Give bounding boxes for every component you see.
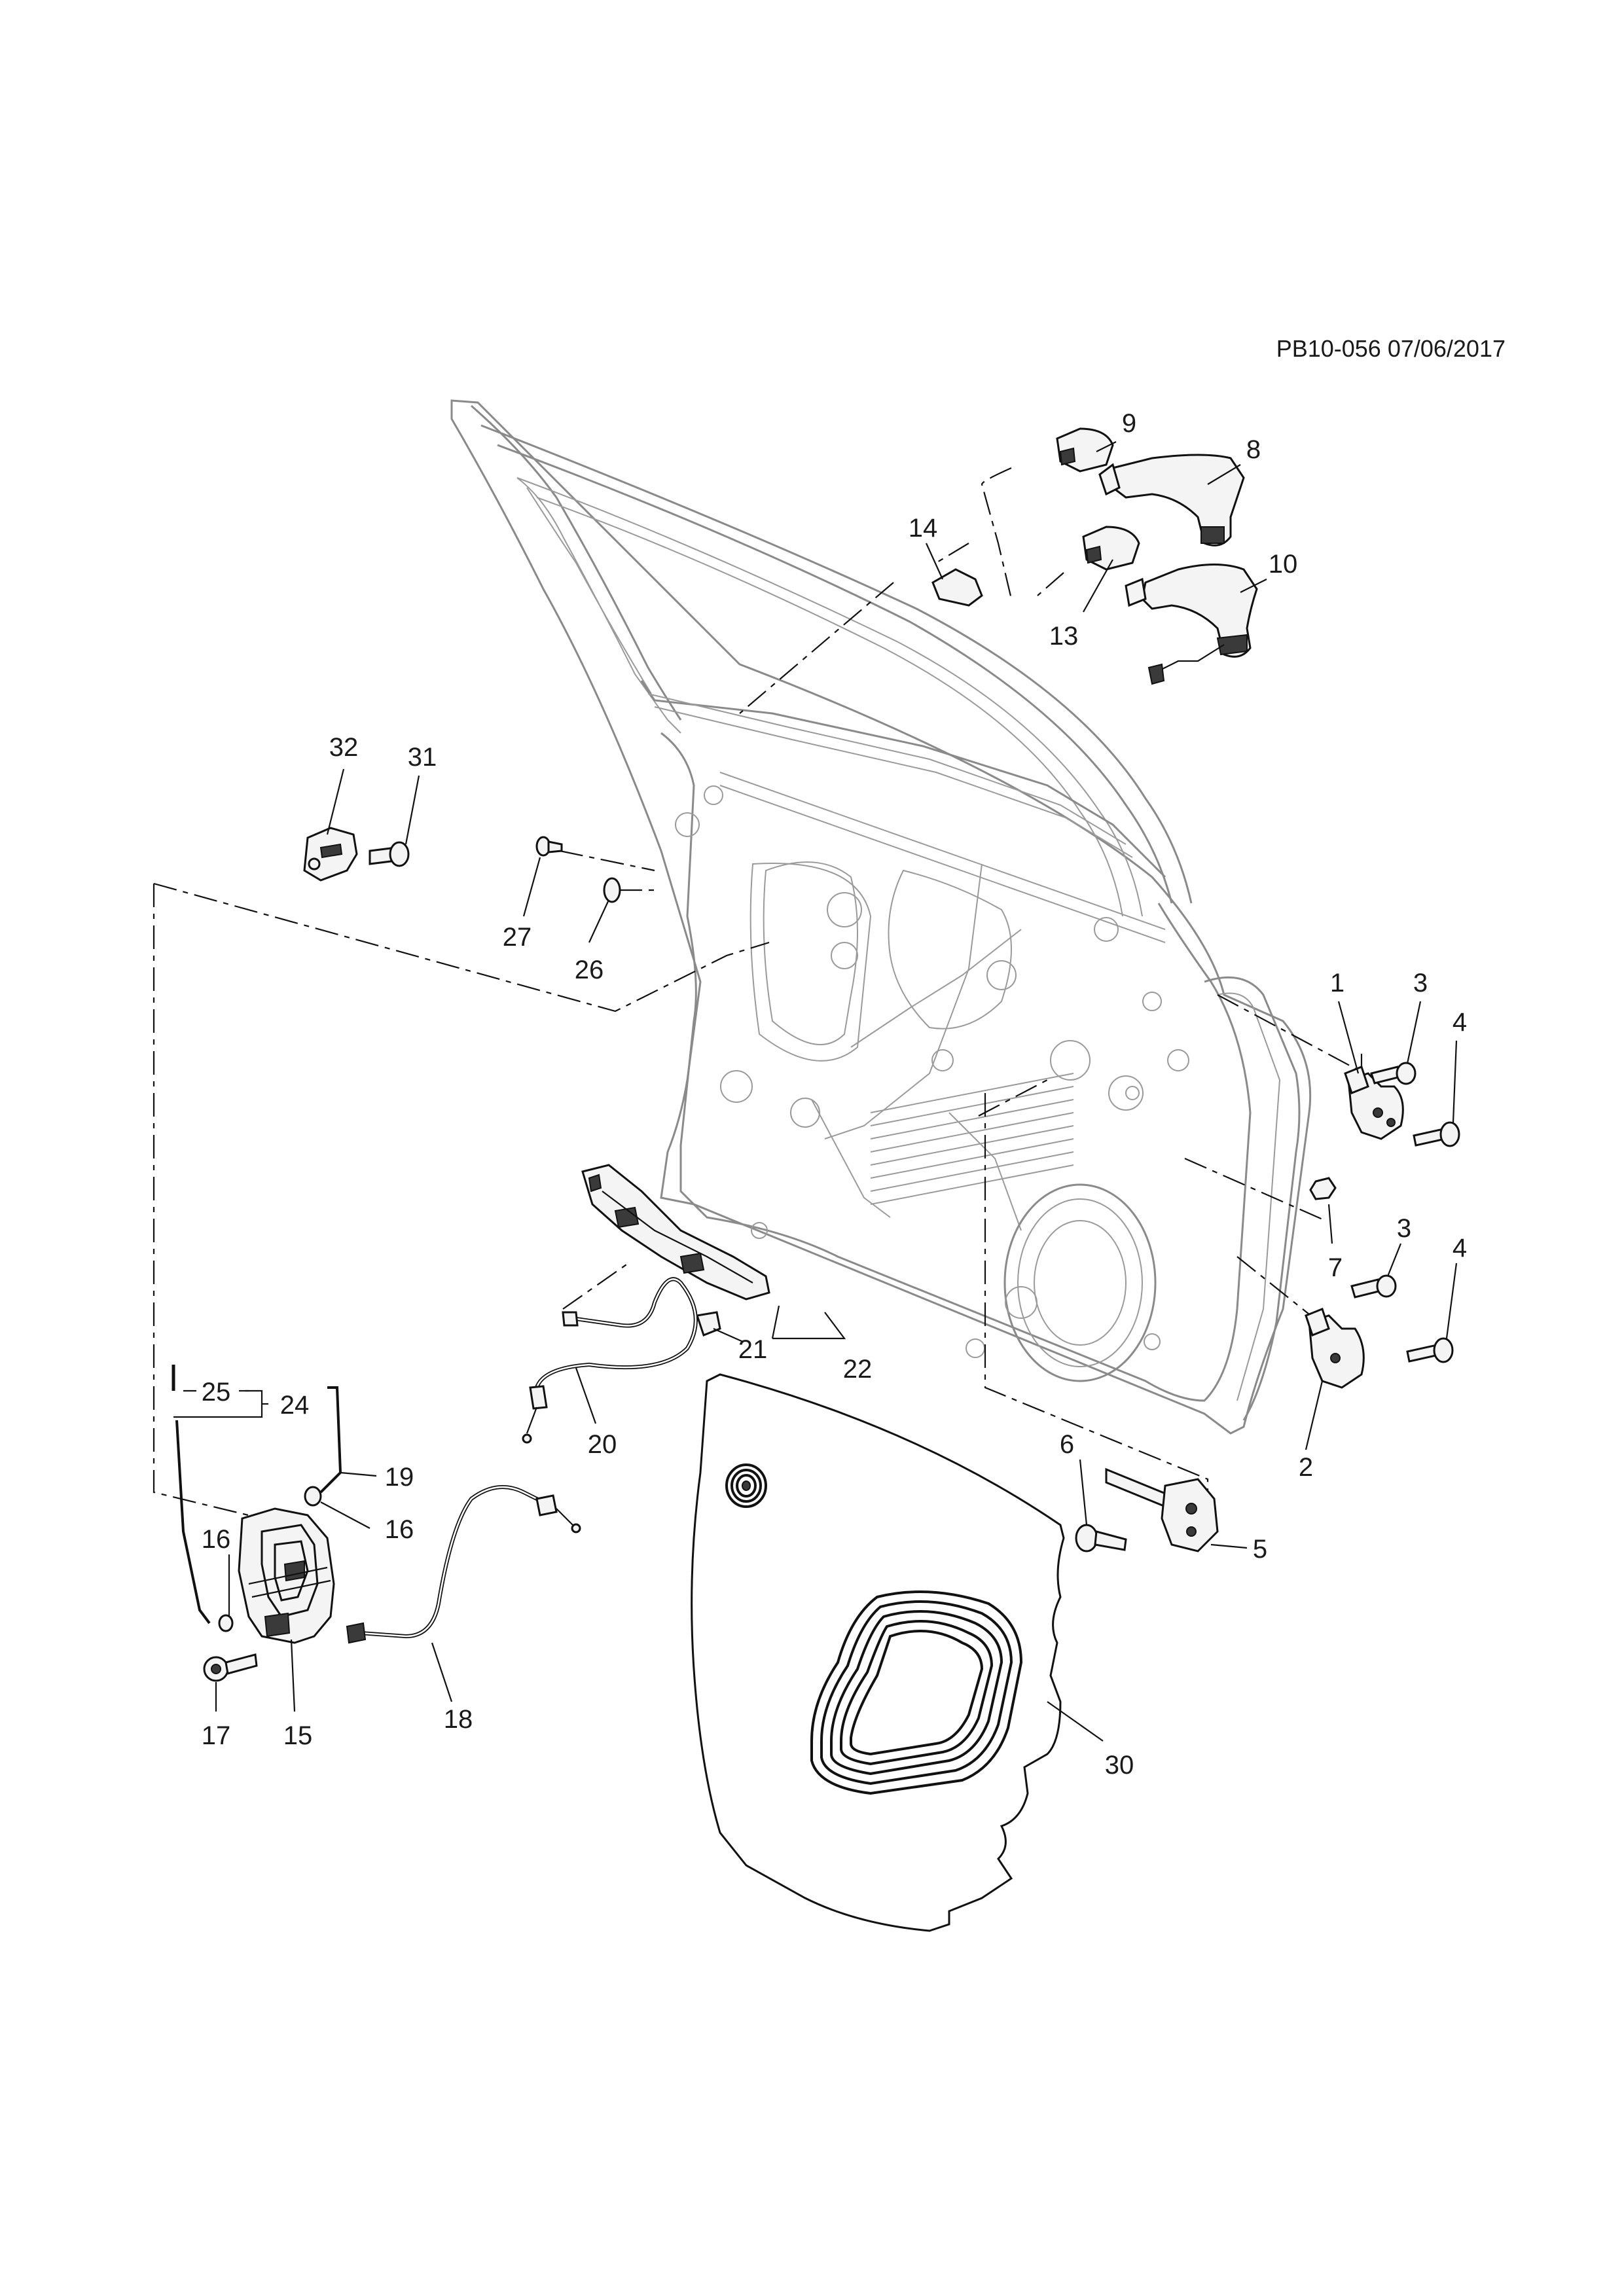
callout-1: 1	[1330, 969, 1344, 997]
callout-16: 16	[202, 1525, 231, 1554]
callout-17: 17	[202, 1721, 231, 1750]
callout-20: 20	[588, 1430, 617, 1459]
callout-4: 4	[1453, 1234, 1467, 1263]
bush-16-upper	[304, 1486, 322, 1507]
door-check-5	[1105, 1467, 1219, 1552]
callout-25: 25	[202, 1378, 231, 1407]
bolt-3-upper	[1370, 1062, 1416, 1085]
callout-3: 3	[1413, 969, 1428, 997]
callout-31: 31	[408, 743, 437, 772]
bolt-31	[369, 841, 410, 867]
clip-26	[603, 877, 621, 903]
callout-14: 14	[909, 514, 938, 543]
rod-19	[319, 1386, 342, 1494]
callout-7: 7	[1328, 1253, 1343, 1282]
callout-2: 2	[1299, 1453, 1313, 1482]
outside-handle-upper	[1098, 454, 1245, 547]
callout-16: 16	[385, 1515, 414, 1544]
callout-3: 3	[1397, 1214, 1411, 1243]
bolt-4-upper	[1413, 1121, 1460, 1147]
callout-22: 22	[843, 1355, 873, 1384]
bolt-17	[203, 1653, 258, 1682]
callout-18: 18	[444, 1705, 473, 1734]
callout-21: 21	[738, 1335, 768, 1364]
speaker-opening	[1003, 1183, 1157, 1382]
bolt-3-lower	[1350, 1274, 1397, 1299]
inside-handle-bracket-22	[581, 1164, 770, 1300]
handle-gasket-14	[931, 568, 983, 607]
bolt-27	[535, 836, 563, 857]
rod-24	[175, 1420, 211, 1624]
hinge-upper-1	[1344, 1066, 1404, 1140]
outside-handle-lower	[1125, 564, 1258, 685]
callout-32: 32	[329, 733, 359, 762]
nut-7	[1309, 1177, 1337, 1200]
leader-lines	[173, 441, 1458, 1742]
handle-cap-13	[1082, 526, 1140, 571]
document-id: PB10-056 07/06/2017	[1276, 335, 1506, 362]
bolt-6	[1075, 1524, 1127, 1552]
callout-6: 6	[1060, 1430, 1074, 1459]
handle-cap-9	[1056, 427, 1114, 473]
striker-32	[303, 827, 358, 882]
callout-4: 4	[1453, 1008, 1467, 1037]
regulator-lines	[870, 1073, 1074, 1205]
callout-27: 27	[503, 923, 532, 952]
water-shield-30	[691, 1373, 1065, 1932]
callout-10: 10	[1269, 550, 1298, 579]
clip-21	[696, 1311, 721, 1336]
hinge-lower-2	[1305, 1308, 1365, 1389]
callout-30: 30	[1105, 1751, 1134, 1780]
callout-8: 8	[1246, 435, 1261, 464]
latch-assembly-15	[238, 1507, 335, 1644]
cable-18	[346, 1485, 581, 1644]
callout-24: 24	[280, 1391, 310, 1420]
bush-16-lower	[218, 1614, 234, 1632]
callout-labels: 1 2 3 3 4 4 5 6 7 8 9 10 13 14 15 16 16 …	[202, 409, 1467, 1780]
callout-5: 5	[1253, 1535, 1267, 1564]
callout-13: 13	[1049, 622, 1079, 651]
callout-19: 19	[385, 1463, 414, 1492]
bolt-4-lower	[1406, 1337, 1454, 1363]
door-frame	[450, 399, 1312, 1435]
cable-20	[522, 1277, 698, 1444]
callout-15: 15	[283, 1721, 313, 1750]
callout-26: 26	[575, 956, 604, 984]
callout-9: 9	[1122, 409, 1136, 438]
